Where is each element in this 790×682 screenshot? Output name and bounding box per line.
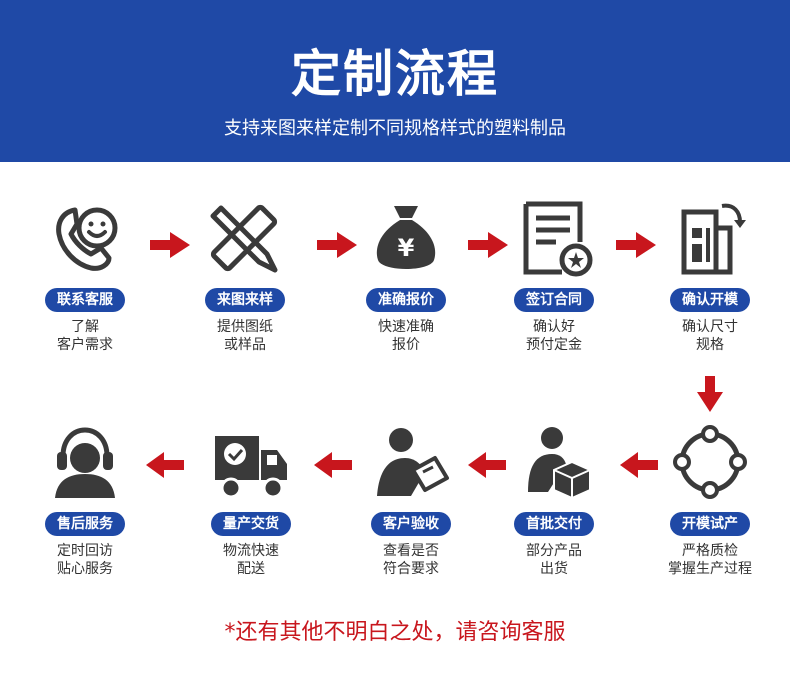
step-desc: 部分产品 出货 (526, 543, 582, 577)
customer-service-icon (55, 427, 115, 498)
pencil-ruler-icon (210, 204, 278, 273)
left-arrow-icon (146, 452, 184, 478)
step-label: 签订合同 (514, 288, 594, 312)
step-sign-contract: 签订合同 确认好 预付定金 (489, 198, 619, 354)
footer-note: *还有其他不明白之处，请咨询客服 (224, 620, 566, 645)
step-after-sales: 售后服务 定时回访 贴心服务 (20, 422, 150, 578)
box-person-icon (528, 427, 591, 500)
step-desc: 确认好 预付定金 (526, 319, 582, 353)
document-rotate-icon (681, 203, 746, 275)
step-label: 量产交货 (211, 512, 291, 536)
header-banner: 定制流程 支持来图来样定制不同规格样式的塑料制品 (0, 0, 790, 162)
left-arrow-icon (620, 452, 658, 478)
step-mass-delivery: 量产交货 物流快速 配送 (186, 422, 316, 578)
step-label: 来图来样 (205, 288, 285, 312)
step-label: 确认开模 (670, 288, 750, 312)
step-desc: 严格质检 掌握生产过程 (668, 543, 752, 577)
step-label: 准确报价 (366, 288, 446, 312)
money-bag-icon: ¥ (376, 206, 436, 269)
page-title: 定制流程 (291, 45, 499, 103)
left-arrow-icon (314, 452, 352, 478)
step-drawing-sample: 来图来样 提供图纸 或样品 (180, 198, 310, 354)
step-desc: 快速准确 报价 (378, 319, 434, 353)
step-label: 客户验收 (371, 512, 451, 536)
step-desc: 提供图纸 或样品 (217, 319, 273, 353)
left-arrow-icon (468, 452, 506, 478)
right-arrow-icon (468, 232, 508, 258)
step-desc: 物流快速 配送 (223, 543, 279, 577)
phone-smile-icon (56, 207, 118, 271)
step-confirm-mold: 确认开模 确认尺寸 规格 (645, 198, 775, 354)
step-desc: 查看是否 符合要求 (383, 543, 439, 577)
step-first-batch: 首批交付 部分产品 出货 (489, 422, 619, 578)
person-tablet-icon (377, 428, 449, 496)
contract-icon (523, 201, 593, 277)
delivery-truck-icon (215, 436, 287, 499)
step-label: 首批交付 (514, 512, 594, 536)
step-desc: 确认尺寸 规格 (682, 319, 738, 353)
svg-text:¥: ¥ (398, 234, 415, 262)
step-label: 联系客服 (45, 288, 125, 312)
step-label: 售后服务 (45, 512, 125, 536)
step-desc: 了解 客户需求 (57, 319, 113, 353)
page-subtitle: 支持来图来样定制不同规格样式的塑料制品 (224, 118, 566, 139)
step-trial-production: 开模试产 严格质检 掌握生产过程 (645, 422, 775, 578)
down-arrow-icon (697, 376, 723, 412)
step-contact-service: 联系客服 了解 客户需求 (20, 198, 150, 354)
right-arrow-icon (150, 232, 190, 258)
cycle-icon (673, 425, 747, 499)
step-desc: 定时回访 贴心服务 (57, 543, 113, 577)
right-arrow-icon (317, 232, 357, 258)
step-customer-acceptance: 客户验收 查看是否 符合要求 (346, 422, 476, 578)
right-arrow-icon (616, 232, 656, 258)
step-label: 开模试产 (670, 512, 750, 536)
step-quote: ¥ 准确报价 快速准确 报价 (341, 198, 471, 354)
